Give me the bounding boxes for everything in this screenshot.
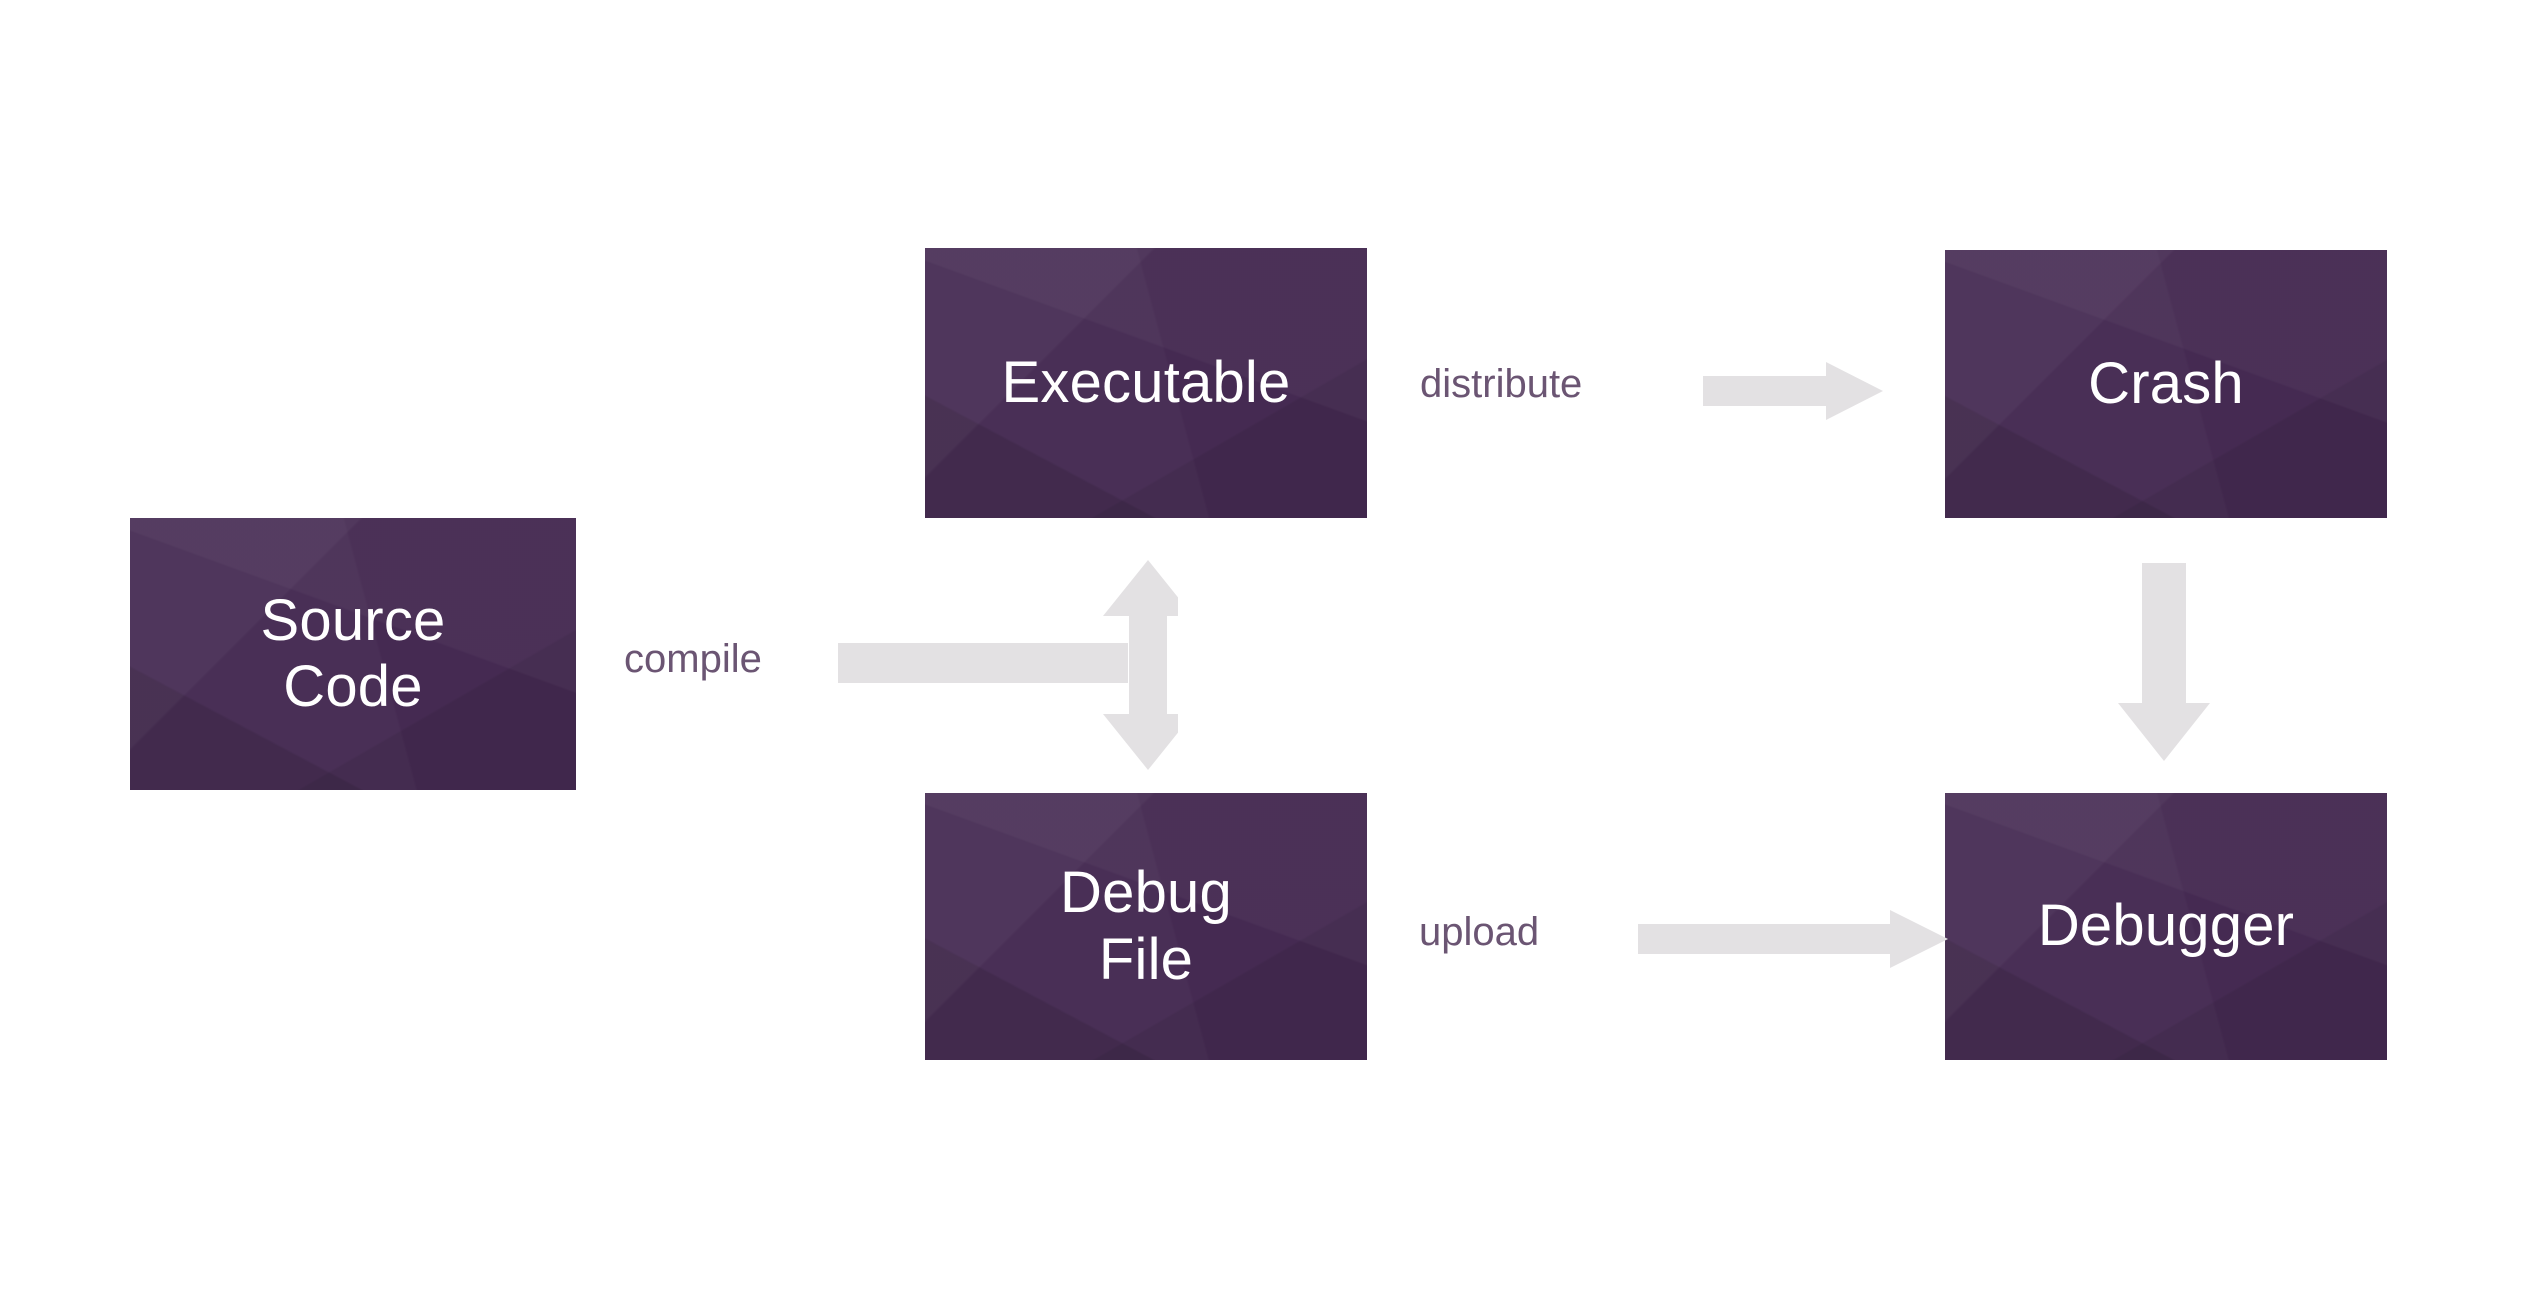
node-debug-file-label: Debug File	[1060, 860, 1232, 992]
upload-arrow-right-icon	[1638, 910, 1948, 968]
edge-label-compile-text: compile	[624, 637, 762, 681]
node-source-code[interactable]: Source Code	[130, 518, 576, 790]
node-executable-label: Executable	[1001, 349, 1291, 415]
edge-label-compile: compile	[624, 637, 762, 682]
node-debugger-label: Debugger	[2037, 893, 2295, 959]
crash-to-debugger-arrow-down-icon	[2118, 563, 2210, 761]
node-debug-file[interactable]: Debug File	[925, 793, 1367, 1060]
node-debugger[interactable]: Debugger	[1945, 793, 2387, 1060]
edge-label-upload: upload	[1419, 910, 1539, 955]
node-crash-label: Crash	[2088, 350, 2244, 416]
node-crash[interactable]: Crash	[1945, 250, 2387, 518]
node-source-code-label: Source Code	[260, 587, 446, 719]
distribute-arrow-right-icon	[1703, 362, 1883, 420]
edge-label-distribute-text: distribute	[1420, 362, 1583, 406]
compile-double-arrow-icon	[838, 560, 1178, 770]
edge-label-upload-text: upload	[1419, 910, 1540, 954]
edge-label-distribute: distribute	[1420, 362, 1582, 407]
node-executable[interactable]: Executable	[925, 248, 1367, 518]
